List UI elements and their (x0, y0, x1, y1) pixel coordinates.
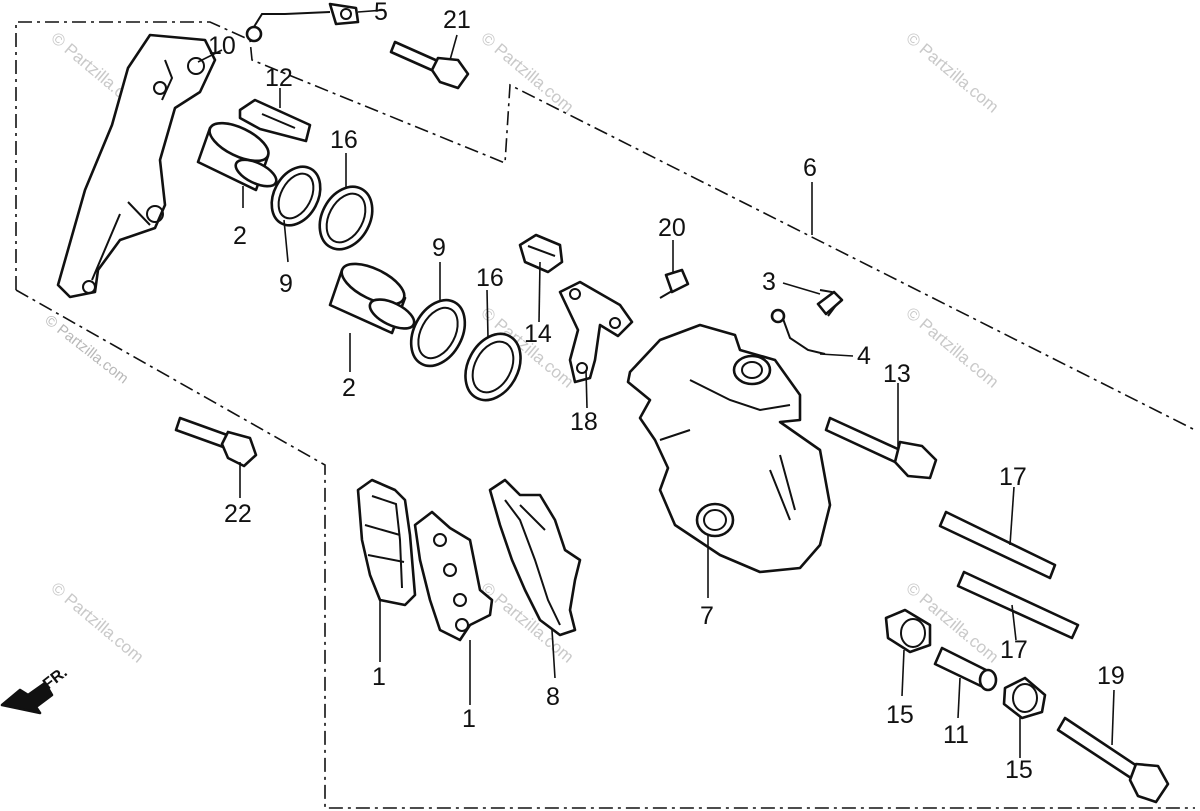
front-direction-arrow-icon: FR. (0, 664, 71, 715)
callout-13: 13 (883, 360, 911, 388)
callout-2: 2 (233, 222, 247, 250)
brake-pad-outer (356, 478, 417, 607)
watermark-text: © Partzilla.com (902, 304, 1002, 392)
callout-17: 17 (999, 463, 1027, 491)
watermark-text: © Partzilla.com (477, 29, 577, 117)
callout-1: 1 (462, 705, 476, 733)
pin-sleeve (933, 646, 998, 692)
caliper-body (626, 323, 832, 574)
callout-11: 11 (943, 721, 969, 749)
callout-16: 16 (476, 264, 504, 292)
bolt (389, 40, 470, 90)
support-plate (558, 280, 634, 384)
pin-boot-upper (884, 608, 932, 654)
brake-pipe (770, 289, 844, 355)
mounting-bolt (174, 416, 258, 468)
callout-19: 19 (1097, 662, 1125, 690)
callout-20: 20 (658, 214, 686, 242)
brake-pad-inner (413, 510, 494, 642)
assembly-outline (15, 21, 1196, 809)
callout-3: 3 (762, 268, 776, 296)
watermark-inline-text: © Partzilla.com (42, 312, 132, 388)
shim (238, 98, 312, 143)
callout-21: 21 (443, 6, 471, 34)
callout-2: 2 (342, 374, 356, 402)
callout-6: 6 (803, 154, 817, 182)
callout-8: 8 (546, 683, 560, 711)
callout-12: 12 (265, 64, 293, 92)
callout-labels: 5 21 10 12 16 2 9 9 16 2 14 18 20 3 4 6 … (208, 0, 1125, 784)
caliper-piston-lower (328, 262, 416, 335)
callout-10: 10 (208, 32, 236, 60)
callout-18: 18 (570, 408, 598, 436)
pad-pin-lower (956, 570, 1080, 640)
callout-9: 9 (279, 270, 293, 298)
piston-seal-lower (409, 298, 467, 368)
callout-1: 1 (372, 663, 386, 691)
callout-16: 16 (330, 126, 358, 154)
dust-seal-lower (464, 332, 522, 402)
caliper-bracket (56, 33, 217, 299)
callout-7: 7 (700, 602, 714, 630)
pin-bolt (824, 416, 938, 480)
callout-5: 5 (374, 0, 388, 26)
dust-seal-upper (318, 185, 374, 251)
bleeder-cap (518, 233, 564, 274)
long-bolt (1056, 716, 1170, 804)
leader-lines (197, 9, 1115, 758)
pin-boot-lower (1002, 676, 1047, 720)
bleeder-screw (659, 268, 690, 299)
callout-22: 22 (224, 500, 252, 528)
callout-15: 15 (1005, 756, 1033, 784)
pad-spring (488, 478, 582, 637)
banjo-fitting (245, 2, 360, 43)
callout-9: 9 (432, 234, 446, 262)
watermark-text: © Partzilla.com (47, 579, 147, 667)
callout-4: 4 (857, 342, 871, 370)
caliper-piston-upper (196, 121, 278, 192)
watermark-text: © Partzilla.com (902, 29, 1002, 117)
callout-17: 17 (1000, 636, 1028, 664)
callout-14: 14 (524, 320, 552, 348)
piston-seal-upper (270, 165, 322, 227)
pad-pin-upper (938, 510, 1057, 580)
callout-15: 15 (886, 701, 914, 729)
